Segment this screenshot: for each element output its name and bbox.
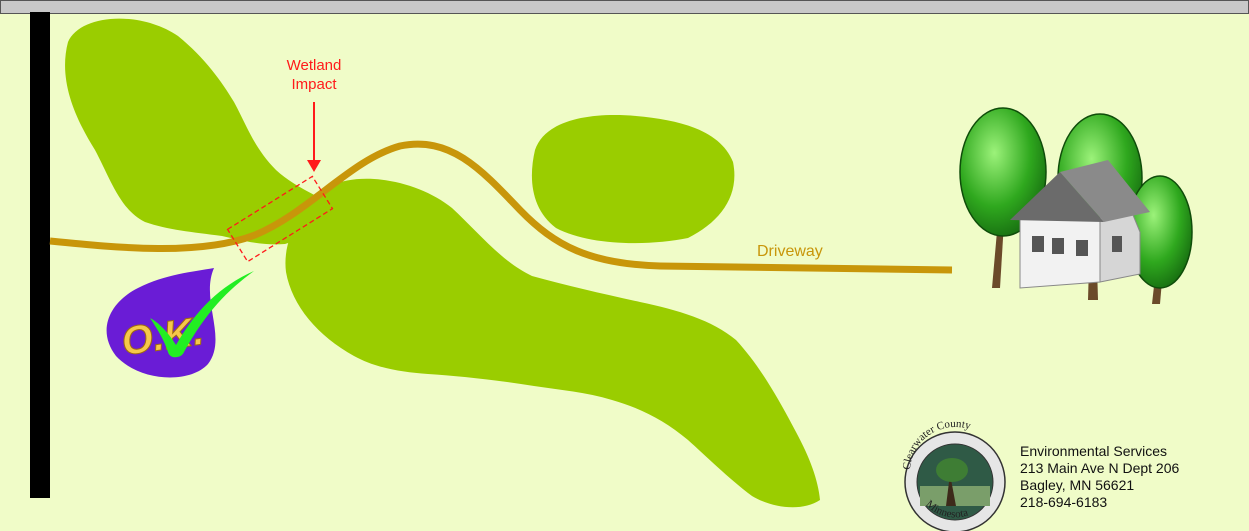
ok-badge (106, 268, 216, 378)
driveway-label: Driveway (757, 243, 823, 260)
property-line-post (30, 12, 50, 498)
wetland-lower (285, 178, 820, 508)
checkmark-icon (150, 271, 254, 358)
wetland-right (531, 115, 735, 244)
wetland-impact-label: Wetland Impact (258, 56, 370, 94)
driveway (49, 140, 953, 274)
impact-label-line1: Wetland (286, 57, 342, 74)
impact-label-line2: Impact (291, 76, 337, 93)
house-icon (1010, 160, 1150, 289)
county-seal-icon: Clearwater County Minnesota (901, 418, 1006, 531)
wetland-left (65, 18, 331, 245)
contact-department: Environmental Services (1020, 443, 1168, 459)
contact-phone: 218-694-6183 (1020, 494, 1108, 510)
contact-block: Environmental Services 213 Main Ave N De… (1020, 443, 1179, 511)
wetland-impact-zone (226, 175, 334, 263)
contact-city: Bagley, MN 56621 (1020, 477, 1135, 493)
contact-address: 213 Main Ave N Dept 206 (1020, 460, 1180, 476)
impact-arrowhead (307, 160, 321, 172)
